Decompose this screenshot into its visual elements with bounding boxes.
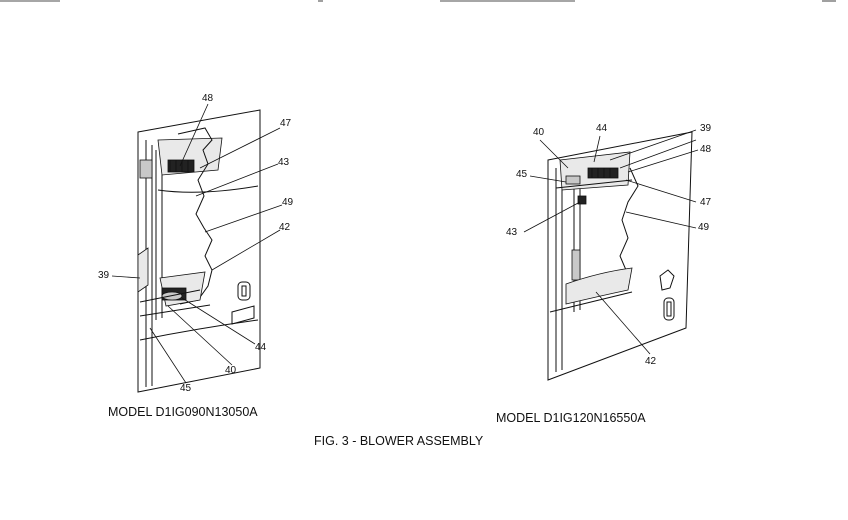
- right-callout-48: 48: [700, 144, 712, 155]
- left-callout-42: 42: [279, 222, 291, 233]
- left-callout-48: 48: [202, 93, 214, 104]
- right-callout-43: 43: [506, 227, 518, 238]
- figure-title: FIG. 3 - BLOWER ASSEMBLY: [314, 434, 484, 448]
- left-callout-49: 49: [282, 197, 294, 208]
- left-callout-43: 43: [278, 157, 290, 168]
- right-callout-47: 47: [700, 197, 712, 208]
- left-callout-40: 40: [225, 365, 237, 376]
- left-callout-45: 45: [180, 383, 192, 394]
- left-callout-39: 39: [98, 270, 110, 281]
- right-callout-44: 44: [596, 123, 608, 134]
- right-callout-42: 42: [645, 356, 657, 367]
- right-callout-49: 49: [698, 222, 710, 233]
- left-blower-unit: [111, 103, 283, 393]
- right-blower-unit: [523, 129, 699, 381]
- right-model-caption: MODEL D1IG120N16550A: [496, 411, 646, 425]
- left-callout-44: 44: [255, 342, 267, 353]
- right-callout-45: 45: [516, 169, 528, 180]
- left-callout-47: 47: [280, 118, 292, 129]
- right-callout-40: 40: [533, 127, 545, 138]
- right-callout-39: 39: [700, 123, 712, 134]
- left-model-caption: MODEL D1IG090N13050A: [108, 405, 258, 419]
